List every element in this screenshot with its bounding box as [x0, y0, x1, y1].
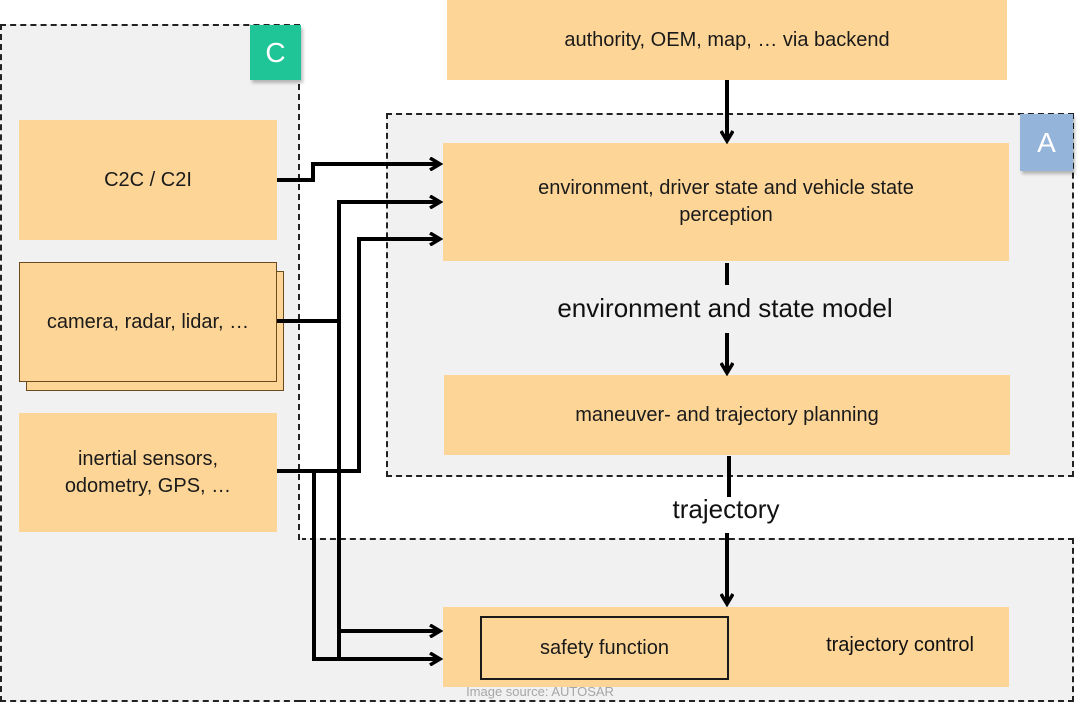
- badge-c: C: [250, 25, 301, 80]
- planning-label: maneuver- and trajectory planning: [575, 403, 879, 426]
- safety-function-label: safety function: [540, 636, 669, 659]
- inertial-label: inertial sensors, odometry, GPS, …: [64, 447, 232, 497]
- badge-a-label: A: [1037, 126, 1056, 158]
- perception-box: environment, driver state and vehicle st…: [443, 143, 1009, 261]
- badge-c-label: C: [265, 36, 286, 68]
- region-c-bottom-border: [0, 700, 300, 702]
- sensors-label: camera, radar, lidar, …: [46, 310, 250, 333]
- safety-function-box: safety function: [480, 616, 729, 680]
- region-c-white-gap: [300, 84, 386, 538]
- region-c-lower: [2, 538, 302, 700]
- backend-label: authority, OEM, map, … via backend: [564, 28, 890, 51]
- c2c-label: C2C / C2I: [104, 168, 192, 191]
- trajectory-control-label: trajectory control: [826, 634, 974, 656]
- sensors-box: camera, radar, lidar, …: [19, 262, 277, 382]
- control-box: [443, 607, 1009, 687]
- backend-box: authority, OEM, map, … via backend: [447, 0, 1007, 80]
- perception-label: environment, driver state and vehicle st…: [538, 177, 914, 226]
- c2c-box: C2C / C2I: [19, 120, 277, 240]
- badge-a: A: [1020, 114, 1073, 171]
- state-model-label: environment and state model: [557, 293, 893, 323]
- inertial-box: inertial sensors, odometry, GPS, …: [19, 413, 277, 532]
- trajectory-label: trajectory: [626, 494, 826, 525]
- planning-box: maneuver- and trajectory planning: [444, 375, 1010, 455]
- image-source-label: Image source: AUTOSAR: [466, 684, 614, 699]
